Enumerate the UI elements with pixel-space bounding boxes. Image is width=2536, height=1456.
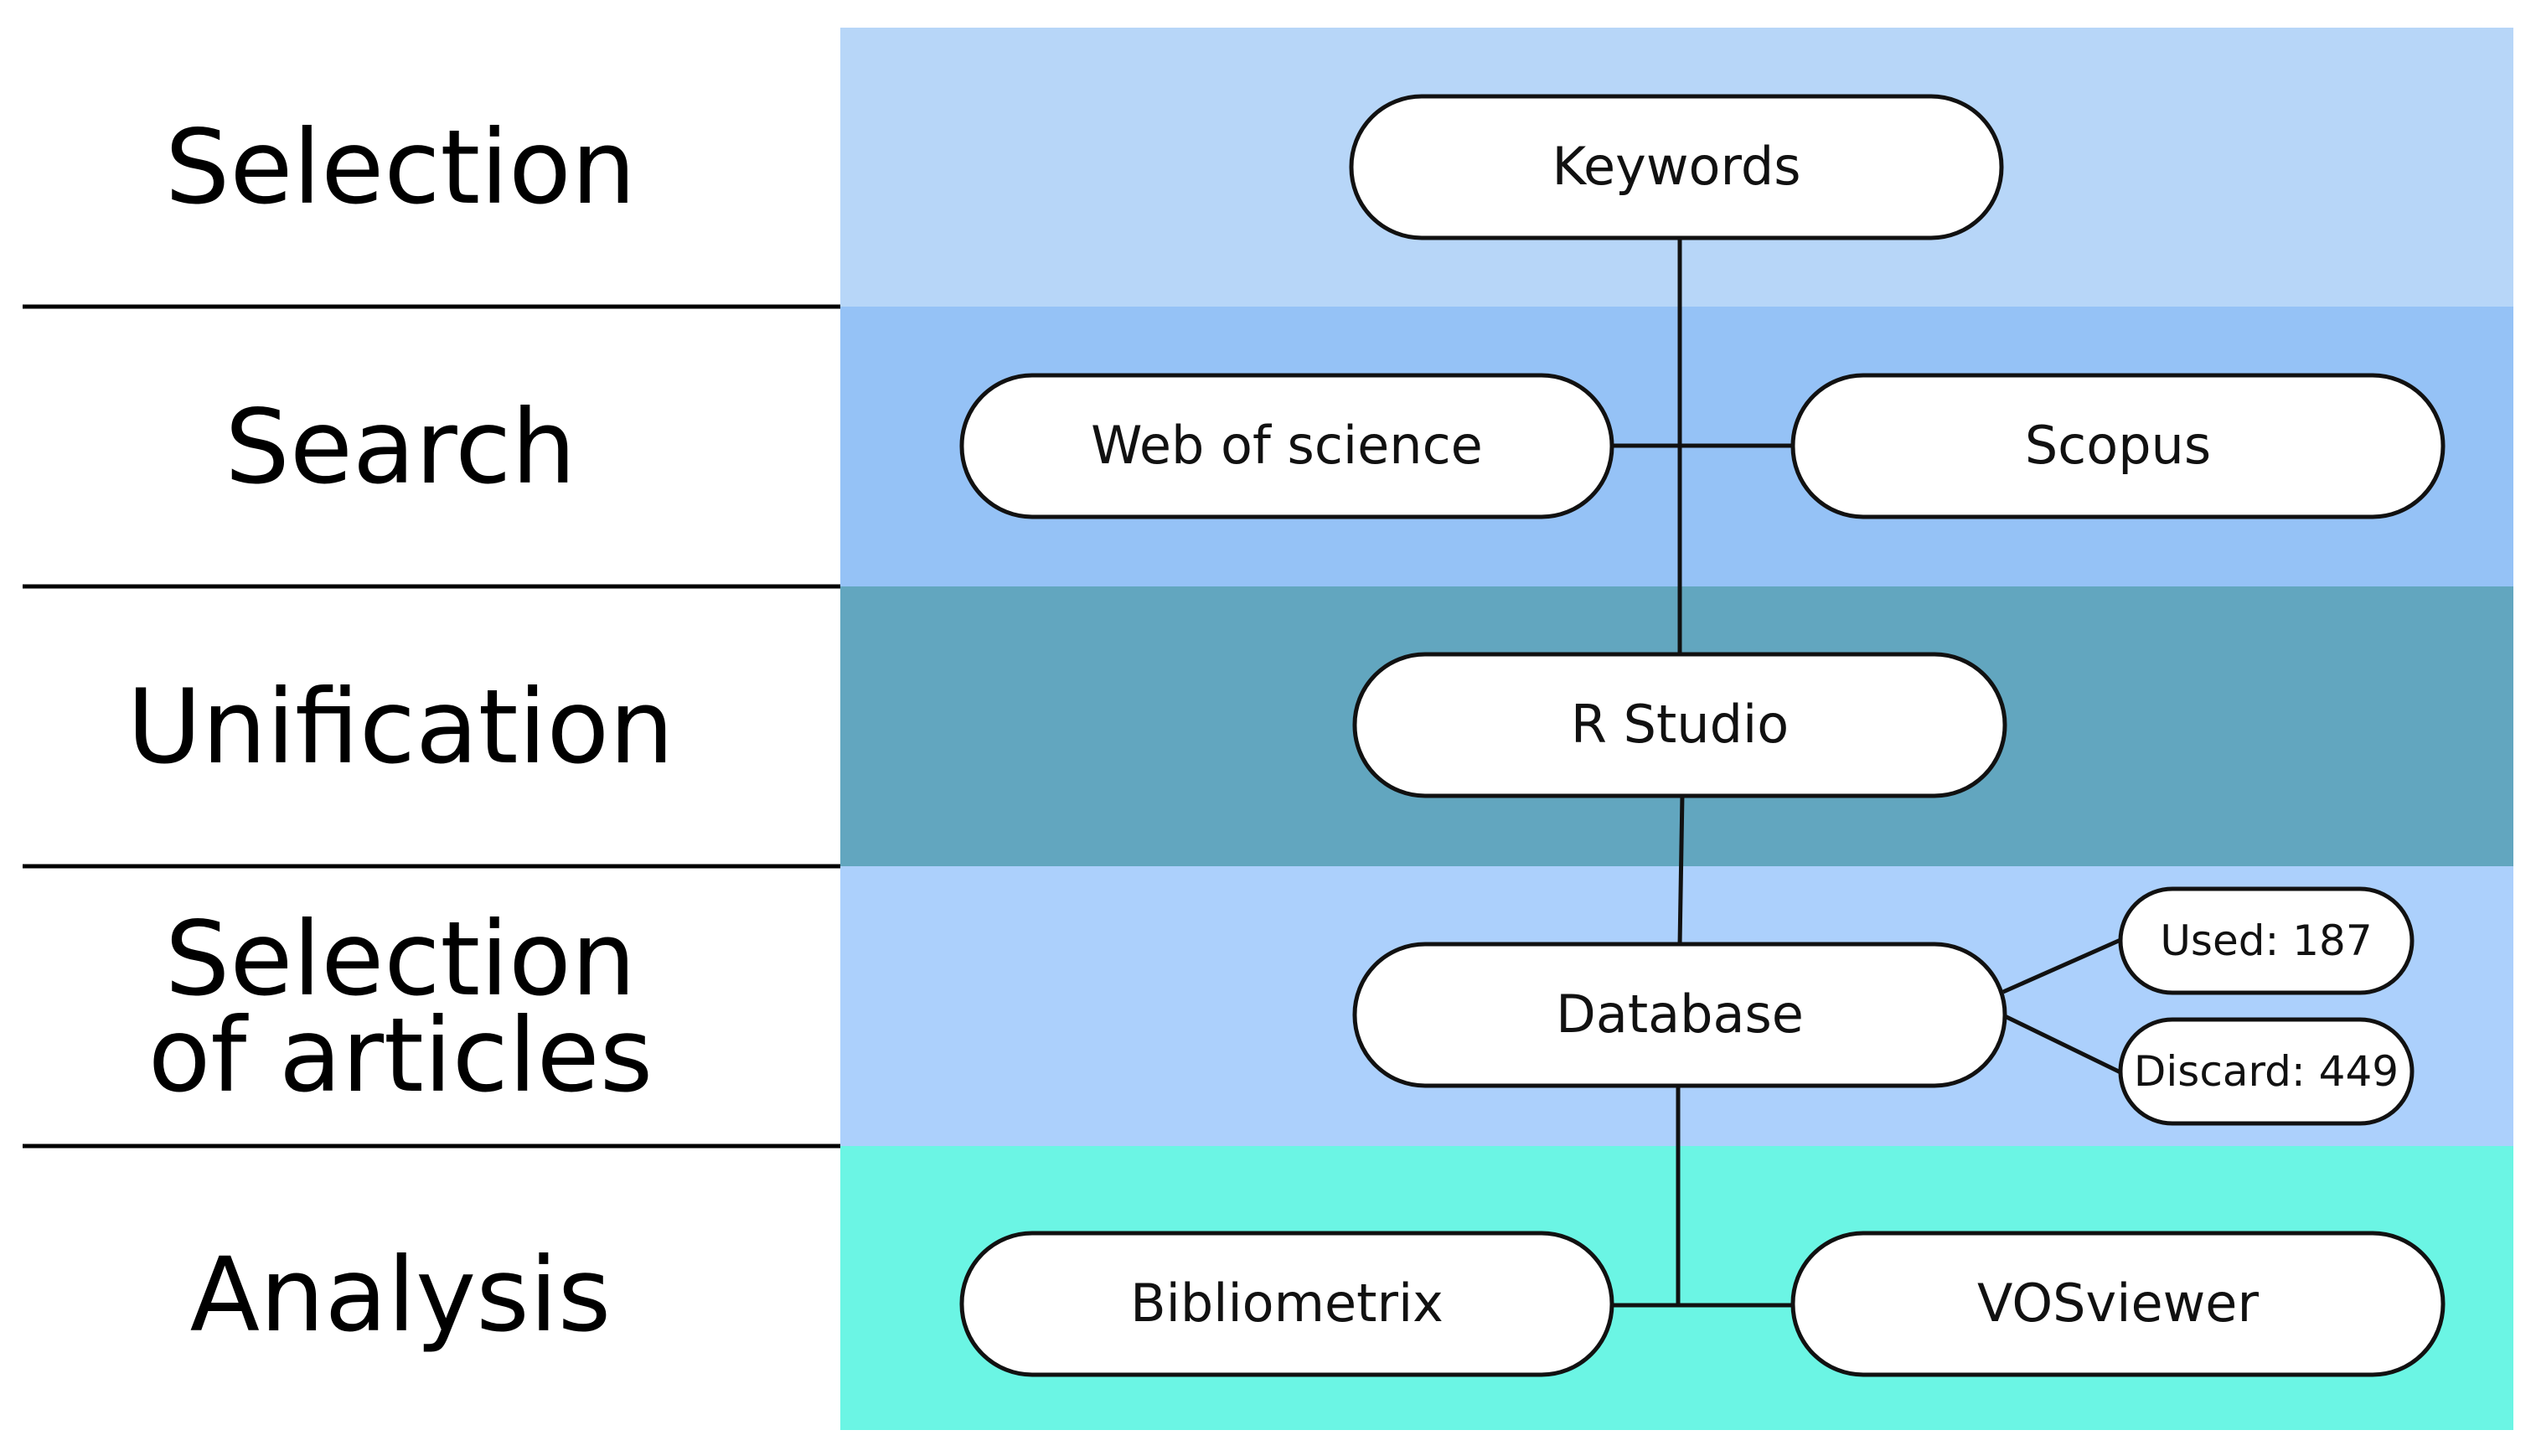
node-scopus: Scopus	[1790, 373, 2446, 519]
node-scopus-label: Scopus	[2025, 415, 2211, 476]
node-database: Database	[1352, 942, 2007, 1088]
stage-label-analysis: Analysis	[190, 1236, 612, 1355]
node-web-of-science-label: Web of science	[1091, 415, 1483, 476]
connector-database-to-discard	[2001, 1013, 2122, 1075]
stage-label-selection-of-articles-line1: Selection	[165, 900, 636, 1019]
node-r-studio: R Studio	[1352, 652, 2007, 798]
node-bibliometrix: Bibliometrix	[959, 1231, 1614, 1377]
node-vosviewer: VOSviewer	[1790, 1231, 2446, 1377]
stage-label-search: Search	[225, 388, 576, 507]
connector-database-to-used	[2001, 937, 2122, 994]
node-web-of-science: Web of science	[959, 373, 1614, 519]
node-r-studio-label: R Studio	[1571, 694, 1789, 755]
connector-rstudio-to-database	[1677, 793, 1685, 946]
stage-label-selection: Selection	[165, 108, 636, 227]
stage-label-unification: Unification	[127, 668, 674, 787]
node-bibliometrix-label: Bibliometrix	[1130, 1273, 1444, 1334]
node-used: Used: 187	[2118, 886, 2415, 995]
node-vosviewer-label: VOSviewer	[1977, 1273, 2259, 1334]
node-used-label: Used: 187	[2160, 916, 2372, 965]
node-keywords-label: Keywords	[1552, 136, 1800, 197]
stage-label-selection-of-articles-line2: of articles	[148, 996, 653, 1115]
node-discard-label: Discard: 449	[2134, 1047, 2399, 1096]
node-keywords: Keywords	[1349, 94, 2004, 240]
node-database-label: Database	[1556, 984, 1804, 1045]
node-discard: Discard: 449	[2118, 1017, 2415, 1126]
